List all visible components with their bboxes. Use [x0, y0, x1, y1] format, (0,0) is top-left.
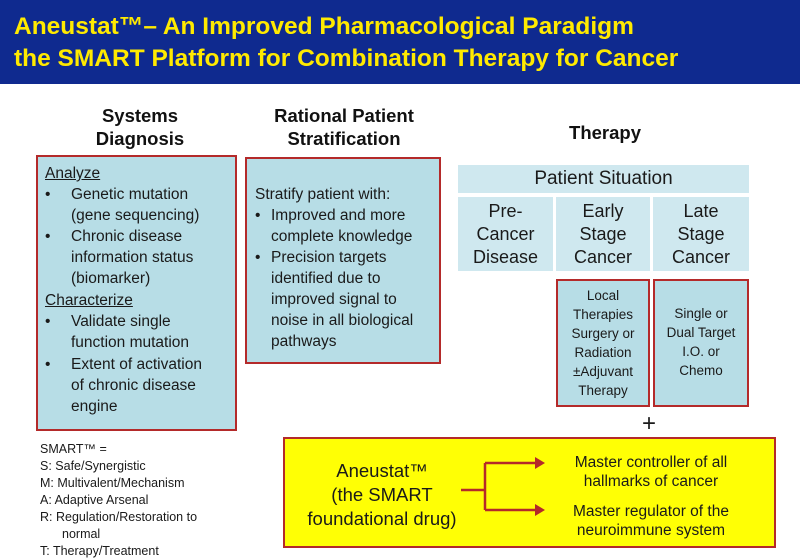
stage-early-line-2: Stage	[579, 224, 627, 244]
diagnosis-box: Analyze • Genetic mutation (gene sequenc…	[36, 155, 237, 431]
stage-early-line-3: Cancer	[573, 247, 633, 267]
bullet: •	[255, 249, 261, 266]
outcome-line: Master controller of all	[574, 454, 728, 471]
title-line-1: Aneustat™– An Improved Pharmacological P…	[14, 13, 634, 40]
outcome-line: hallmarks of cancer	[583, 473, 719, 490]
stratify-intro: Stratify patient with:	[255, 186, 391, 203]
heading-rational-stratification: Rational Patient Stratification	[246, 104, 442, 150]
characterize-item-2-line-3: engine	[71, 398, 118, 415]
aneustat-line: Aneustat™	[336, 460, 428, 481]
characterize-item-1-line-1: Validate single	[71, 313, 171, 330]
stratify-item-2-line-4: noise in all biological	[271, 312, 414, 329]
analyze-item-1-line-1: Genetic mutation	[71, 186, 189, 203]
analyze-heading: Analyze	[45, 165, 101, 182]
early-treatment-box: Local Therapies Surgery or Radiation ±Ad…	[556, 279, 650, 407]
stage-pre-cancer: Pre- Cancer Disease	[458, 197, 553, 271]
late-treatment-line: I.O. or	[682, 344, 720, 359]
stage-late-line-1: Late	[683, 201, 719, 221]
stage-pre-cancer-line-1: Pre-	[488, 201, 523, 221]
stratify-item-2-line-2: identified due to	[271, 270, 381, 287]
bullet: •	[45, 356, 51, 373]
bullet: •	[45, 186, 51, 203]
characterize-item-1-line-2: function mutation	[71, 334, 190, 351]
heading-therapy: Therapy	[569, 122, 641, 143]
late-treatment-line: Single or	[674, 306, 728, 321]
stage-early: Early Stage Cancer	[556, 197, 650, 271]
late-treatment-line: Chemo	[679, 363, 723, 378]
smart-line: S: Safe/Synergistic	[40, 459, 146, 473]
heading-rational-line: Rational Patient	[274, 105, 414, 126]
bullet: •	[45, 313, 51, 330]
heading-diagnosis-line: Diagnosis	[95, 128, 185, 149]
aneustat-drug-label: Aneustat™ (the SMART foundational drug)	[303, 459, 461, 531]
early-treatment-line: Therapy	[578, 383, 628, 398]
plus-sign: +	[642, 410, 657, 437]
analyze-item-1-line-2: (gene sequencing)	[71, 207, 200, 224]
analyze-item-2-line-3: (biomarker)	[71, 270, 151, 287]
title-line-2: the SMART Platform for Combination Thera…	[14, 45, 679, 72]
outcome-master-regulator: Master regulator of the neuroimmune syst…	[543, 502, 759, 540]
late-treatment-text: Single or Dual Target I.O. or Chemo	[655, 304, 747, 380]
title-banner: Aneustat™– An Improved Pharmacological P…	[0, 0, 800, 84]
stage-pre-cancer-line-3: Disease	[472, 247, 539, 267]
late-treatment-line: Dual Target	[666, 325, 736, 340]
early-treatment-line: Surgery or	[571, 326, 635, 341]
heading-systems-line: Systems	[101, 105, 179, 126]
smart-line: M: Multivalent/Mechanism	[40, 476, 185, 490]
analyze-item-2-line-2: information status	[71, 249, 194, 266]
patient-situation-header: Patient Situation	[458, 165, 749, 193]
aneustat-line: (the SMART	[331, 484, 433, 505]
stratify-item-2-line-5: pathways	[271, 333, 337, 350]
smart-line: A: Adaptive Arsenal	[40, 493, 149, 507]
characterize-item-2-line-1: Extent of activation	[71, 356, 202, 373]
stage-late-line-2: Stage	[677, 224, 725, 244]
early-treatment-line: ±Adjuvant	[573, 364, 633, 379]
stage-early-line-1: Early	[582, 201, 624, 221]
late-treatment-box: Single or Dual Target I.O. or Chemo	[653, 279, 749, 407]
bullet: •	[255, 207, 261, 224]
stage-pre-cancer-line-2: Cancer	[476, 224, 535, 244]
stage-late-line-3: Cancer	[671, 247, 731, 267]
smart-line: R: Regulation/Restoration to	[40, 510, 198, 524]
aneustat-line: foundational drug)	[307, 508, 457, 529]
smart-line: normal	[62, 527, 101, 541]
early-treatment-text: Local Therapies Surgery or Radiation ±Ad…	[558, 286, 648, 400]
stratify-box: Stratify patient with: • Improved and mo…	[245, 157, 441, 364]
heading-systems-diagnosis: Systems Diagnosis	[60, 104, 220, 150]
early-treatment-line: Local	[586, 288, 620, 303]
outcome-line: Master regulator of the	[573, 503, 729, 520]
characterize-heading: Characterize	[45, 292, 133, 309]
characterize-item-2-line-2: of chronic disease	[71, 377, 196, 394]
outcome-master-controller: Master controller of all hallmarks of ca…	[543, 453, 759, 491]
stratify-item-2-line-1: Precision targets	[271, 249, 387, 266]
smart-line: SMART™ =	[40, 442, 107, 456]
stage-late: Late Stage Cancer	[653, 197, 749, 271]
heading-stratification-line: Stratification	[287, 128, 401, 149]
stratify-item-1-line-1: Improved and more	[271, 207, 406, 224]
outcome-line: neuroimmune system	[576, 522, 726, 539]
bullet: •	[45, 228, 51, 245]
analyze-item-2-line-1: Chronic disease	[71, 228, 183, 245]
aneustat-box: Aneustat™ (the SMART foundational drug) …	[283, 437, 776, 548]
early-treatment-line: Radiation	[574, 345, 632, 360]
stratify-item-1-line-2: complete knowledge	[271, 228, 413, 245]
stratify-item-2-line-3: improved signal to	[271, 291, 397, 308]
early-treatment-line: Therapies	[572, 307, 634, 322]
